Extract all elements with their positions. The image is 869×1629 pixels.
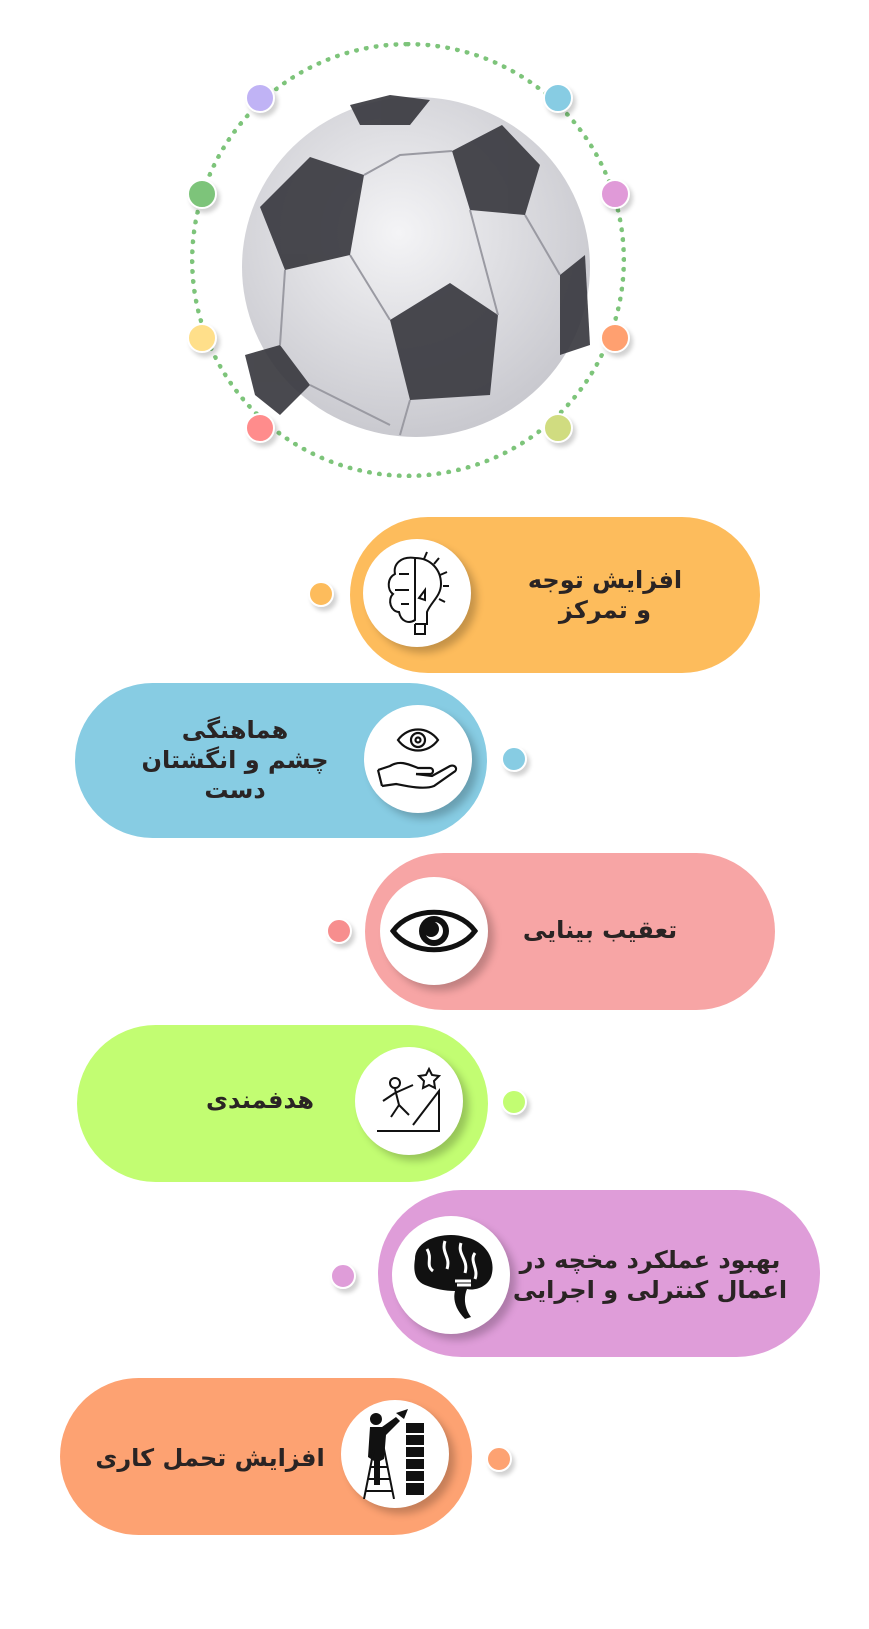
- item-label-eye-hand-coordination: هماهنگی چشم و انگشتان دست: [141, 716, 329, 804]
- item-dot: [501, 746, 527, 772]
- item-label-attention: افزایش توجه و تمرکز: [527, 566, 683, 624]
- ring-dot-orange: [600, 323, 630, 353]
- item-dot: [330, 1263, 356, 1289]
- ring-dot-olive: [543, 413, 573, 443]
- item-label-visual-tracking: تعقیب بینایی: [522, 916, 678, 944]
- item-label-purposefulness: هدفمندی: [206, 1086, 314, 1114]
- ring-dot-green: [187, 179, 217, 209]
- item-label-cerebellum: بهبود عملکرد مخچه در اعمال کنترلی و اجرا…: [512, 1246, 788, 1304]
- soccer-ball-image: [242, 95, 590, 437]
- brain-icon: [392, 1216, 510, 1334]
- climbing-goal-icon: [355, 1047, 463, 1155]
- ring-dot-pink: [600, 179, 630, 209]
- item-dot: [501, 1089, 527, 1115]
- ring-dot-blue: [543, 83, 573, 113]
- eye-icon: [380, 877, 488, 985]
- ring-dot-yellow: [187, 323, 217, 353]
- item-label-work-endurance: افزایش تحمل کاری: [95, 1444, 325, 1472]
- eye-hand-icon: [364, 705, 472, 813]
- item-dot: [308, 581, 334, 607]
- ring-dot-red: [245, 413, 275, 443]
- brain-lightbulb-icon: [363, 539, 471, 647]
- dotted-ring: [190, 42, 626, 478]
- ladder-worker-icon: [341, 1400, 449, 1508]
- ring-dot-purple: [245, 83, 275, 113]
- item-dot: [486, 1446, 512, 1472]
- item-dot: [326, 918, 352, 944]
